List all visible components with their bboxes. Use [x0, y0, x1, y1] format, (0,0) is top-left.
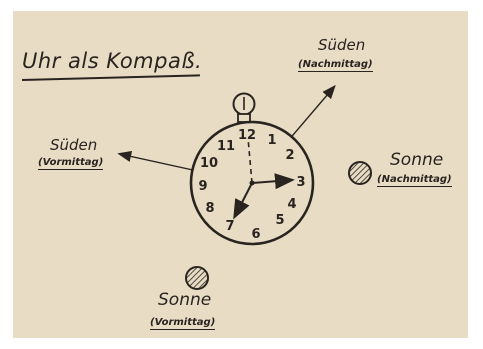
clock-numeral: 6	[251, 227, 260, 242]
clock-center	[250, 181, 255, 186]
clock-numeral: 9	[198, 179, 207, 194]
sun-morning-time: (Vormittag)	[150, 318, 215, 330]
sun-afternoon-icon	[349, 162, 371, 184]
clock-numeral: 4	[287, 197, 296, 212]
south-afternoon-time: (Nachmittag)	[298, 60, 373, 72]
clock-numeral: 11	[217, 139, 235, 154]
diagram-title: Uhr als Kompaß.	[22, 49, 202, 73]
clock-numeral: 10	[200, 156, 218, 171]
clock-numeral: 1	[267, 133, 276, 148]
south-morning-time: (Vormittag)	[38, 158, 103, 170]
sun-morning-icon	[186, 267, 208, 289]
south-morning-label: Süden	[50, 138, 97, 153]
sun-morning-label: Sonne	[158, 292, 211, 309]
clock-numeral: 12	[238, 128, 256, 143]
south-afternoon-label: Süden	[318, 38, 365, 53]
clock-numeral: 7	[225, 219, 234, 234]
clock-numeral: 3	[296, 175, 305, 190]
sun-afternoon-time: (Nachmittag)	[377, 175, 452, 187]
sun-afternoon-label: Sonne	[390, 152, 443, 169]
clock-numeral: 8	[205, 201, 214, 216]
clock-numeral: 2	[285, 148, 294, 163]
clock-numeral: 5	[275, 213, 284, 228]
